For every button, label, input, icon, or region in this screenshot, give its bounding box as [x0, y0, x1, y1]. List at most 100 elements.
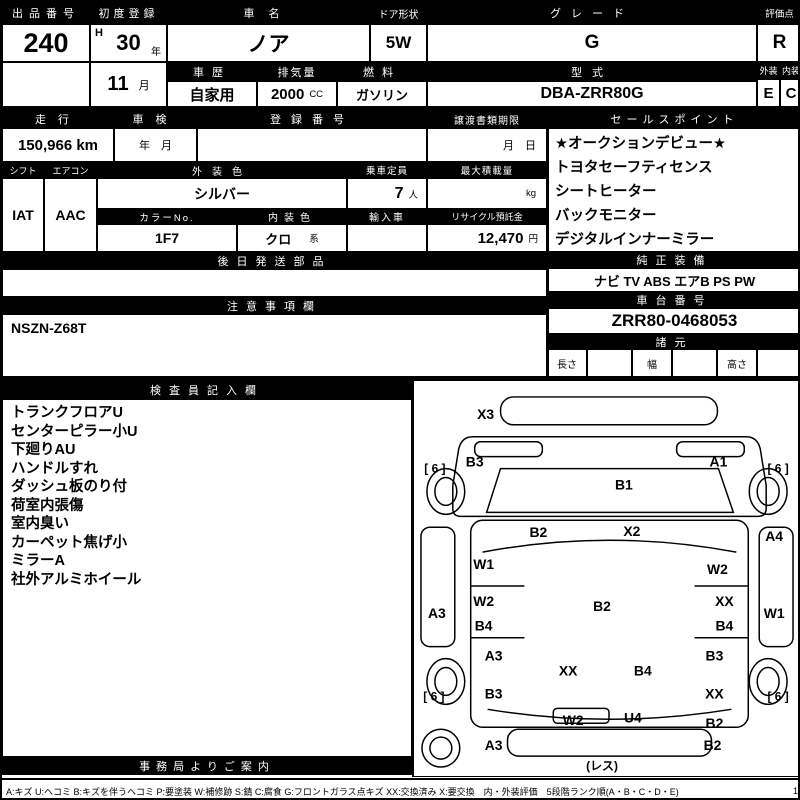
interior-color-header: 内装色 [237, 209, 347, 224]
caution-notes-value: NSZN-Z68T [2, 314, 547, 377]
lot-number-value: 240 [2, 24, 90, 62]
exterior-score-header: 外装 [757, 62, 780, 79]
import-car-value [347, 224, 427, 252]
sales-point-item: ★オークションデビュー★ [555, 136, 726, 152]
mileage-header: 走行 [2, 110, 114, 128]
displacement-value: 2000 CC [257, 81, 337, 107]
damage-label: A3 [485, 648, 503, 664]
front-bumper-shape [499, 396, 719, 426]
damage-label: A1 [710, 454, 728, 470]
first-registration-month: 11 月 [90, 62, 167, 107]
lot-blank-cell [2, 62, 90, 107]
office-info-header: 事務局よりご案内 [2, 757, 412, 775]
lot-number-header: 出品番号 [2, 2, 90, 24]
grade-header: グレード [427, 2, 757, 24]
damage-label: W1 [764, 605, 785, 621]
inspector-note-item: ハンドルすれ [11, 460, 98, 477]
spare-tire-note-label: (レス) [586, 759, 618, 773]
spec-width-label: 幅 [632, 349, 672, 377]
damage-label: B2 [529, 524, 547, 540]
inspector-note-item: 荷室内張傷 [11, 497, 84, 514]
car-history-header: 車歴 [167, 62, 257, 81]
right-side-panel-shape [758, 526, 794, 648]
inspection-header: 車検 [114, 110, 197, 128]
sales-point-item: トヨタセーフティセンス [555, 160, 713, 176]
inspector-note-item: 室内臭い [11, 516, 69, 532]
spec-height-label: 高さ [717, 349, 757, 377]
color-number-value: 1F7 [97, 224, 237, 252]
hood-shape [485, 467, 735, 514]
car-name-value: ノア [167, 24, 370, 62]
door-shape-value: 5W [370, 24, 427, 62]
wheel-front-right [748, 467, 788, 516]
mileage-value: 150,966 km [2, 128, 114, 162]
inspector-note-item: トランクフロアU [11, 405, 123, 421]
damage-label: B3 [485, 685, 503, 701]
wheel-rear-left [426, 657, 466, 706]
vertical-divider [412, 380, 414, 777]
color-number-header: カラーNo. [97, 209, 237, 224]
max-load-header: 最大積載量 [427, 162, 547, 178]
section-divider [2, 377, 798, 380]
damage-label: XX [715, 593, 734, 609]
transfer-deadline-header: 譲渡書類期限 [427, 110, 547, 128]
interior-score-value: C [780, 79, 798, 107]
sales-point-item: バックモニター [555, 208, 657, 224]
damage-label: A3 [428, 605, 446, 621]
chassis-number-value: ZRR80-0468053 [547, 308, 798, 334]
inspection-value: 年 月 [114, 128, 197, 162]
sales-points-header: セールスポイント [547, 110, 798, 128]
damage-label: X2 [623, 523, 640, 539]
spec-header: 諸元 [547, 334, 798, 349]
sales-point-item: シートヒーター [555, 184, 657, 200]
damage-label: B1 [615, 476, 633, 492]
wheel-front-right-inner [756, 476, 780, 507]
rear-bumper-shape [506, 728, 713, 757]
reg-month: 11 [107, 73, 129, 95]
transfer-deadline-value: 月 日 [427, 128, 547, 162]
aircon-value: AAC [44, 178, 97, 252]
aircon-header: エアコン [44, 162, 97, 178]
capacity-value: 7 人 [347, 178, 427, 209]
headlight-left-shape [473, 440, 544, 458]
fuel-header: 燃料 [337, 62, 427, 81]
exterior-color-value: シルバー [97, 178, 347, 209]
genuine-equipment-value: ナビ TV ABS エアB PS PW [547, 268, 798, 292]
car-diagram-svg: X3 [ 6 ] B3 B1 A1 [ 6 ] B2 X2 A4 W1 W2 A… [420, 396, 794, 773]
era-mark: H [95, 27, 103, 39]
sales-points-list: ★オークションデビュー★ トヨタセーフティセンス シートヒーター バックモニター… [547, 128, 798, 252]
exterior-color-header: 外装色 [97, 162, 347, 178]
spec-length-label: 長さ [547, 349, 587, 377]
damage-label: W2 [707, 561, 728, 577]
left-side-panel-shape [420, 526, 456, 648]
damage-label: B2 [704, 737, 722, 753]
wheel-rear-right-inner [756, 666, 780, 697]
chassis-number-header: 車台番号 [547, 292, 798, 308]
damage-label: B4 [716, 618, 734, 634]
later-parts-value [2, 269, 547, 297]
vertical-divider [547, 107, 549, 377]
spare-tire-shape [421, 728, 461, 768]
model-code-value: DBA-ZRR80G [427, 81, 757, 107]
front-section-shape [452, 435, 767, 518]
max-load-value: kg [427, 178, 547, 209]
recycle-deposit-header: リサイクル預託金 [427, 209, 547, 224]
interior-score-header: 内装 [780, 62, 798, 79]
wheel-rear-right [748, 657, 788, 706]
score-header: 評価点 [757, 2, 798, 24]
damage-label: A4 [765, 528, 783, 544]
inspector-note-item: ダッシュ板のり付 [11, 479, 127, 495]
section-divider [2, 107, 798, 110]
damage-label: B3 [466, 454, 484, 470]
license-plate-shape [552, 707, 610, 725]
spare-tire-inner [429, 736, 453, 760]
damage-label: W2 [563, 712, 584, 728]
shift-value: IAT [2, 178, 44, 252]
damage-label: W1 [473, 556, 494, 572]
recycle-deposit-value: 12,470 円 [427, 224, 547, 252]
inspector-notes-header: 検査員記入欄 [2, 380, 412, 399]
damage-label: XX [559, 663, 578, 679]
damage-label: B4 [475, 618, 493, 634]
damage-label: B2 [593, 598, 611, 614]
